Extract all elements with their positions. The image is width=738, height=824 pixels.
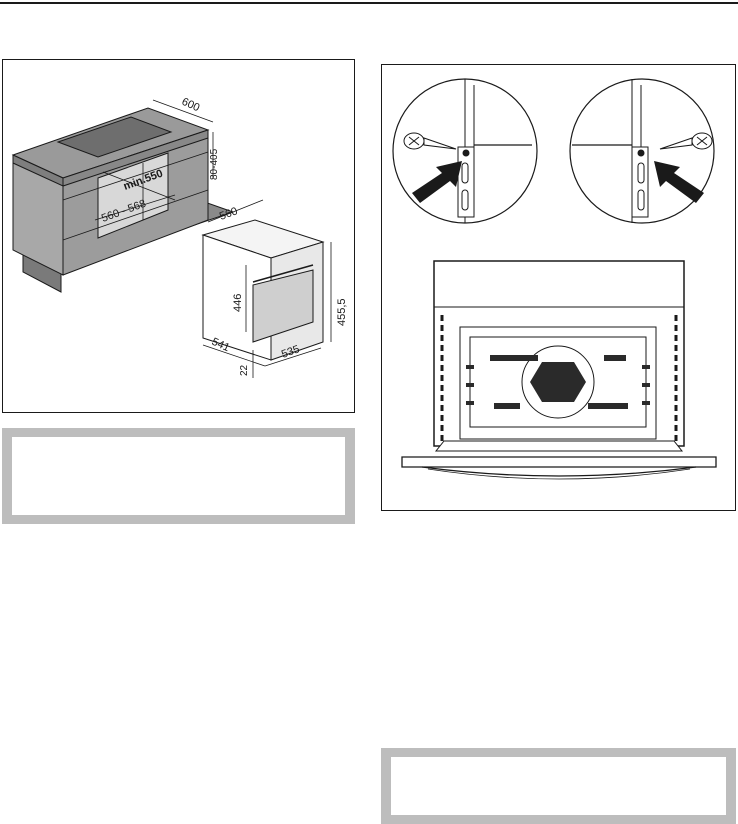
oven-open-door	[402, 261, 716, 479]
dim-oven-height-outer: 455,5	[336, 298, 348, 326]
detail-circle-right	[570, 79, 714, 223]
dim-oven-height-inner: 446	[232, 294, 244, 312]
oven-fixing-figure	[381, 64, 736, 511]
installation-dimensions-figure: 600 80-405 min.550 560 - 568 560 455,5 4…	[2, 59, 355, 413]
fan-grille	[530, 362, 586, 402]
fixing-diagram	[382, 65, 737, 512]
note-box-right-content	[391, 757, 726, 815]
oven-door	[402, 457, 716, 467]
note-box-left-content	[12, 437, 345, 515]
note-box-left	[2, 428, 355, 524]
installation-diagram: 600 80-405 min.550 560 - 568 560 455,5 4…	[3, 60, 356, 414]
dim-worktop-thickness: 80-405	[209, 148, 220, 180]
dim-cabinet-depth: 600	[180, 96, 202, 114]
note-box-right	[381, 748, 736, 824]
dim-front-offset: 22	[239, 364, 250, 376]
detail-circle-left	[393, 79, 537, 223]
top-rule	[0, 2, 738, 4]
